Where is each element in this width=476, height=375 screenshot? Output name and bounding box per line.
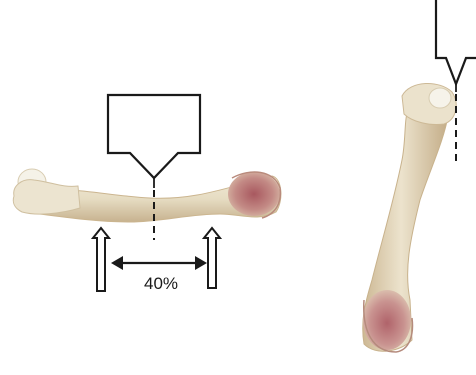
right-support-arrow — [204, 228, 220, 288]
bone-distal-end — [228, 172, 280, 216]
bone-head-cartilage — [429, 88, 451, 108]
left-support-arrow — [93, 228, 109, 291]
bone-distal-end — [363, 290, 411, 350]
span-percent-label: 40% — [138, 274, 184, 294]
horizontal-bone — [13, 169, 281, 222]
span-dimension-arrow — [111, 256, 207, 270]
compression-applicator — [436, 0, 476, 92]
vertical-bone — [363, 83, 456, 352]
load-applicator — [108, 95, 200, 188]
